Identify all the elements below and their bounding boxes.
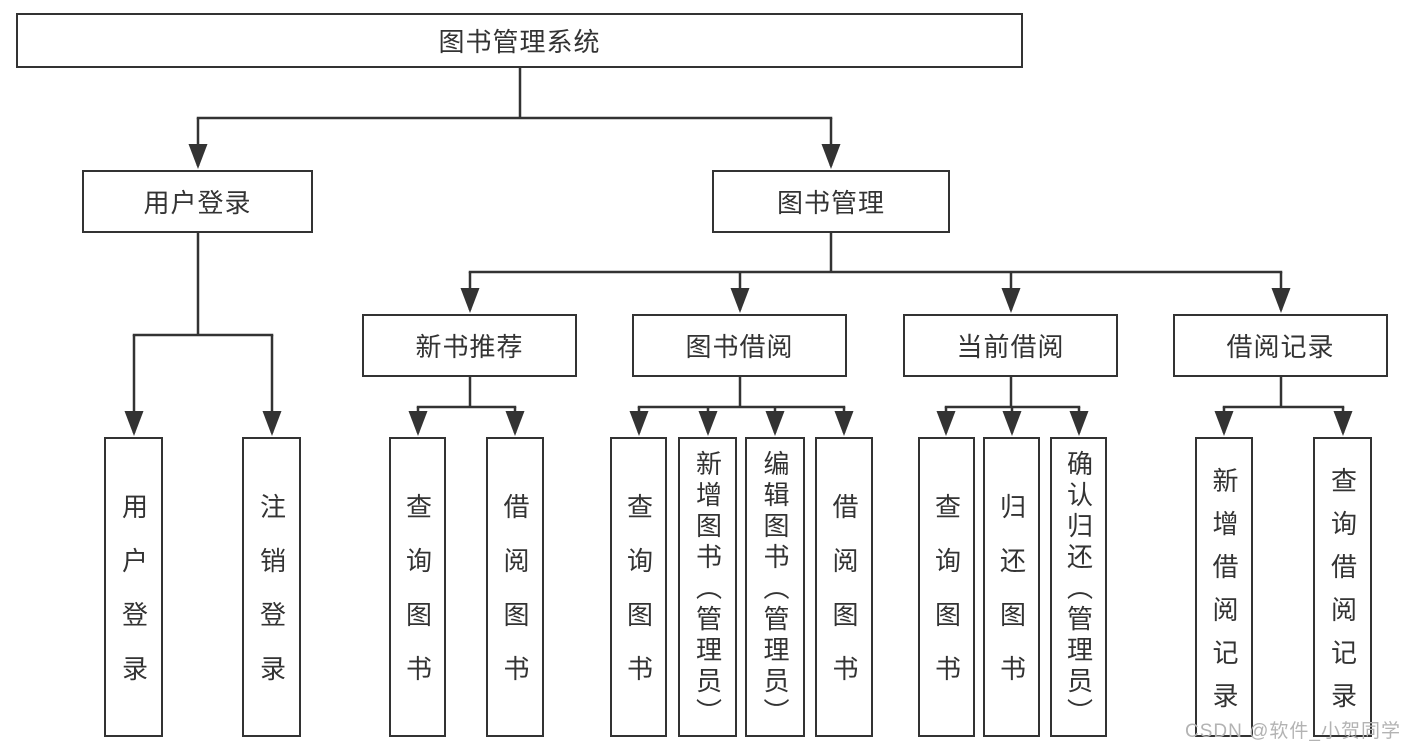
- node-label: 查询借阅记录: [1327, 466, 1358, 725]
- node-user-login: 用户登录: [82, 170, 313, 233]
- node-label: 确认归还（管理员）: [1063, 450, 1094, 729]
- node-root: 图书管理系统: [16, 13, 1023, 68]
- node-label: 查询图书: [931, 493, 962, 709]
- leaf-query-borrow-record: 查询借阅记录: [1313, 437, 1372, 737]
- leaf-borrow-book-2: 借阅图书: [815, 437, 873, 737]
- leaf-confirm-return-admin: 确认归还（管理员）: [1050, 437, 1107, 737]
- node-book-borrowing: 图书借阅: [632, 314, 847, 377]
- node-label: 编辑图书（管理员）: [760, 450, 790, 729]
- node-label: 注销登录: [256, 493, 287, 709]
- leaf-return-book: 归还图书: [983, 437, 1040, 737]
- leaf-add-book-admin: 新增图书（管理员）: [678, 437, 737, 737]
- leaf-query-book-2: 查询图书: [610, 437, 667, 737]
- leaf-edit-book-admin: 编辑图书（管理员）: [745, 437, 805, 737]
- leaf-add-borrow-record: 新增借阅记录: [1195, 437, 1253, 737]
- node-book-management: 图书管理: [712, 170, 950, 233]
- node-current-borrowing: 当前借阅: [903, 314, 1118, 377]
- node-borrow-records: 借阅记录: [1173, 314, 1388, 377]
- node-label: 用户登录: [118, 493, 149, 709]
- leaf-borrow-book-1: 借阅图书: [486, 437, 544, 737]
- leaf-query-book-3: 查询图书: [918, 437, 975, 737]
- leaf-query-book-1: 查询图书: [389, 437, 446, 737]
- node-label: 新增图书（管理员）: [692, 450, 723, 729]
- csdn-watermark: CSDN @软件_小贺同学: [1185, 721, 1401, 742]
- node-label: 新增借阅记录: [1209, 466, 1239, 725]
- node-label: 借阅图书: [829, 493, 859, 709]
- node-label: 查询图书: [623, 493, 654, 709]
- leaf-logout: 注销登录: [242, 437, 301, 737]
- node-label: 归还图书: [996, 493, 1027, 709]
- node-label: 查询图书: [402, 493, 433, 709]
- leaf-user-login: 用户登录: [104, 437, 163, 737]
- node-new-book-recommend: 新书推荐: [362, 314, 577, 377]
- node-label: 借阅图书: [500, 493, 530, 709]
